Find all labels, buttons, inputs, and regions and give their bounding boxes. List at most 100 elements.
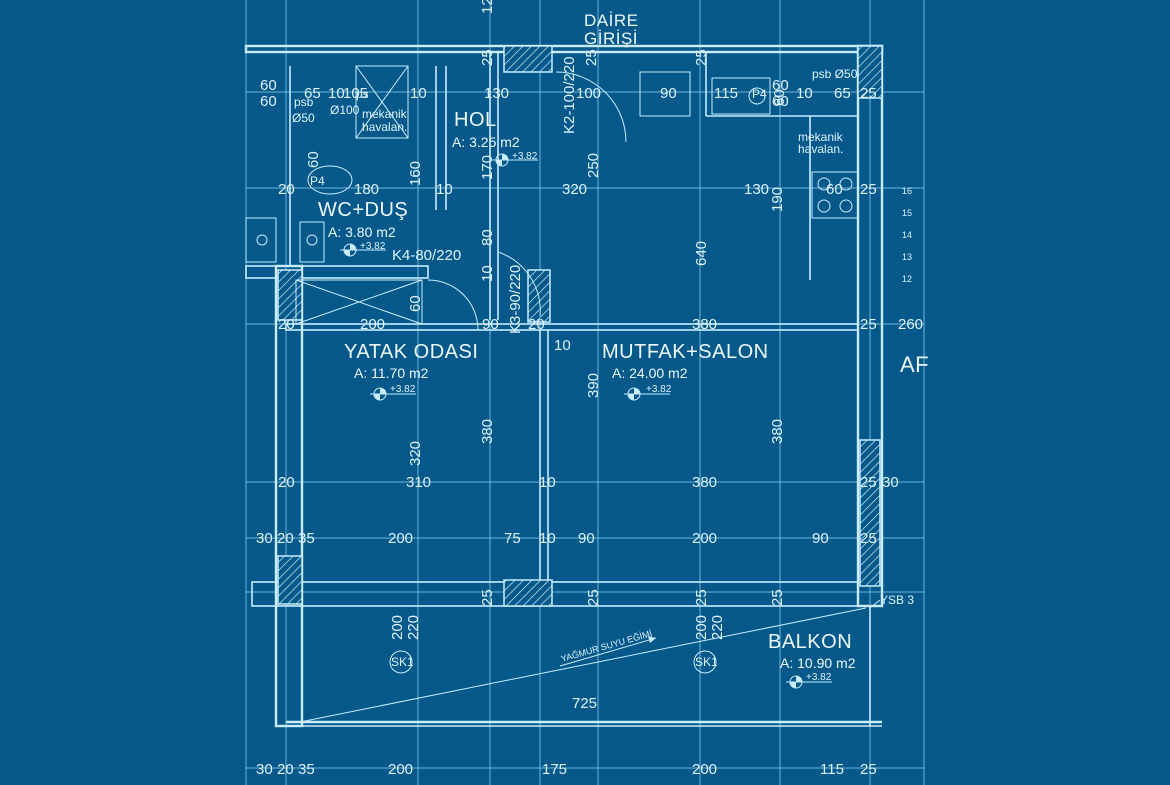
dim-label: 310: [406, 474, 431, 491]
dims-balcony: 200 220 200 220 25 25 25 25 725: [389, 589, 786, 712]
dim-label: 10: [436, 181, 453, 198]
dim-label: 90: [660, 85, 677, 102]
vent-label-4: havalan.: [798, 142, 843, 156]
dim-label: 200: [388, 761, 413, 778]
dim-label: 60: [772, 93, 789, 110]
dim-label: 25: [693, 49, 710, 66]
columns: [277, 45, 883, 607]
dim-label: 380: [692, 474, 717, 491]
dim-label: 35: [298, 761, 315, 778]
dim-label: 30: [882, 474, 899, 491]
dim-label: 725: [572, 695, 597, 712]
dim-label: 25: [860, 85, 877, 102]
dim-label: 200: [692, 761, 717, 778]
vent-label-3: mekanik: [798, 130, 844, 144]
dim-label: 380: [692, 316, 717, 333]
room-area-salon: A: 24.00 m2: [612, 365, 688, 381]
dim-label: 30: [256, 761, 273, 778]
room-elev-hol: +3.82: [512, 151, 538, 162]
dim-label: 25: [693, 589, 710, 606]
door-label-k2: K2-100/220: [561, 56, 578, 134]
dim-label: 130: [484, 85, 509, 102]
dim-label: 250: [585, 153, 602, 178]
room-elev-balkon: +3.82: [806, 672, 832, 683]
dims-row4: 30 20 35 200 75 10 90 200 90 25: [256, 530, 877, 547]
dim-label: 20: [278, 181, 295, 198]
dim-label: 60: [260, 93, 277, 110]
dim-label: 60: [260, 77, 277, 94]
dim-label: 90: [482, 316, 499, 333]
door-label-k3: K3-90/220: [507, 265, 524, 334]
dim-label: 380: [769, 419, 786, 444]
room-area-hol: A: 3.25 m2: [452, 134, 520, 150]
dim-label: 60: [826, 181, 843, 198]
dim-label: 260: [898, 316, 923, 333]
pipe-label-1: psb Ø50: [812, 67, 858, 81]
room-name-hol: HOL: [454, 109, 497, 131]
dim-label: 200: [692, 530, 717, 547]
vent-label-2: havalan.: [362, 120, 407, 134]
dims-row3: 20 310 10 380 25 30: [278, 474, 899, 491]
dim-label: 80: [479, 229, 496, 246]
adjacent-fragment: AF: [900, 352, 929, 377]
sk-label-1: SK1: [391, 655, 414, 669]
dim-label: 25: [769, 589, 786, 606]
stair-number: 12: [902, 274, 912, 284]
pipe-label-7: P4: [752, 87, 767, 101]
dim-label: 380: [479, 419, 496, 444]
dim-label: 200: [388, 530, 413, 547]
dim-label: 20: [278, 316, 295, 333]
dim-label: 200: [693, 615, 710, 640]
dim-label: 25: [860, 316, 877, 333]
dim-label: 25: [583, 49, 600, 66]
dim-label: 10: [328, 85, 345, 102]
dim-label: 25: [479, 589, 496, 606]
dims-bottom: 30 20 35 200 175 200 115 25: [256, 761, 877, 778]
pipe-label-3: Ø50: [292, 111, 315, 125]
dim-label: 20: [528, 316, 545, 333]
dim-label: 175: [542, 761, 567, 778]
room-name-salon: MUTFAK+SALON: [602, 341, 769, 363]
dim-label: 115: [714, 85, 738, 102]
room-elev-yatak: +3.82: [390, 384, 416, 395]
dim-label: 105: [343, 85, 368, 102]
dim-label: 200: [389, 615, 406, 640]
room-elev-salon: +3.82: [646, 384, 672, 395]
stair-number: 14: [902, 230, 912, 240]
dim-label: 25: [860, 474, 877, 491]
dim-label: 390: [585, 373, 602, 398]
dims-vertical-top: 25 25 25 12 160 170 250 190 640 80 10 60…: [305, 0, 788, 312]
dim-label: 90: [812, 530, 829, 547]
dims-row1: 20 180 10 320 130 60 25: [278, 181, 877, 198]
entrance-label-2: GİRİŞİ: [584, 29, 638, 48]
room-name-yatak: YATAK ODASI: [344, 341, 478, 363]
door-label-k4: K4-80/220: [392, 247, 461, 264]
pipe-label-6: P4: [310, 174, 325, 188]
stair-number: 13: [902, 252, 912, 262]
dim-label: 25: [479, 49, 496, 66]
dim-label: 60: [407, 295, 424, 312]
pipe-label-5: Ø100: [330, 103, 360, 117]
dim-label: 220: [709, 615, 726, 640]
dim-label: 65: [304, 85, 321, 102]
dim-label: 10: [554, 337, 571, 354]
dims-vertical-mid: 390 380 380 320: [407, 373, 786, 466]
dim-label: 25: [860, 761, 877, 778]
rain-slope-label: YAĞMUR SUYU EĞİMİ: [560, 628, 653, 664]
dim-label: 180: [354, 181, 379, 198]
room-name-wc: WC+DUŞ: [318, 199, 408, 221]
dim-label: 60: [305, 151, 322, 168]
room-elev-wc: +3.82: [360, 241, 386, 252]
dim-label: 200: [360, 316, 385, 333]
elevation-markers: [340, 153, 832, 689]
room-area-balkon: A: 10.90 m2: [780, 655, 856, 671]
dim-label: 10: [539, 530, 556, 547]
dim-label: 60: [772, 77, 789, 94]
stair-number: 16: [902, 186, 912, 196]
ysb-label: YSB 3: [880, 593, 914, 607]
dim-label: 130: [744, 181, 769, 198]
room-area-wc: A: 3.80 m2: [328, 224, 396, 240]
vent-label-1: mekanik: [362, 107, 408, 121]
dim-label: 30: [256, 530, 273, 547]
dim-label: 320: [407, 441, 424, 466]
